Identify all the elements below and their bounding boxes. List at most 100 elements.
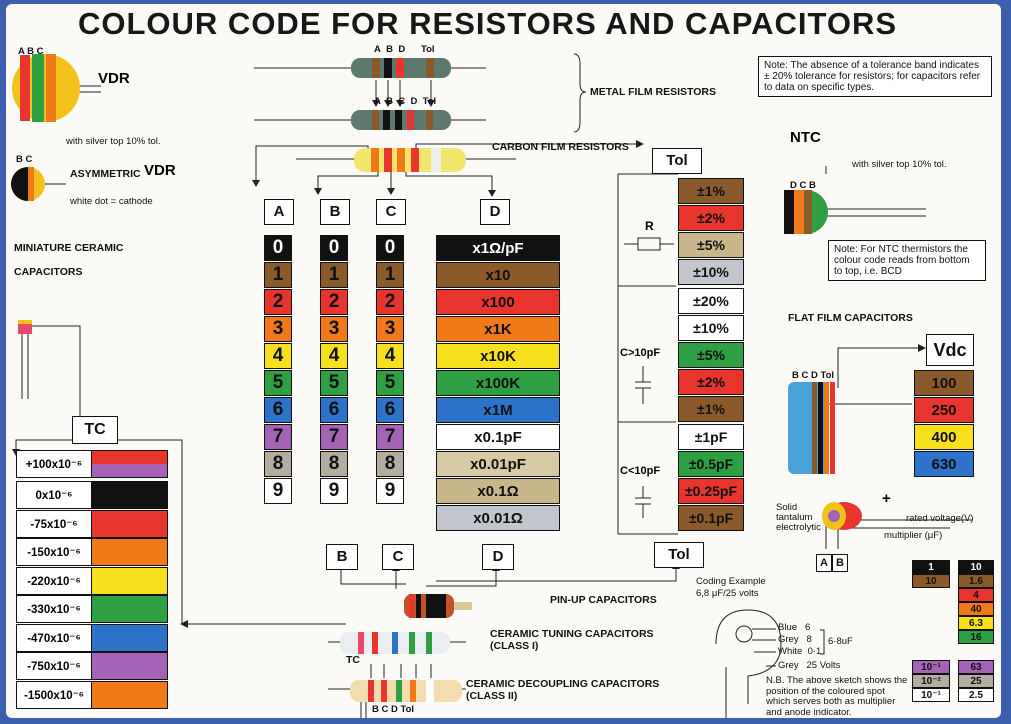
digit-cell: 8 [264,451,292,477]
metal-film-bottom-letters: A B C D Tol [374,96,437,107]
coding-example-title: Coding Example [696,576,766,587]
asym-vdr-prefix: ASYMMETRIC [70,168,141,180]
tantalum-voltage-cell: 40 [958,602,994,616]
digit-cell: 1 [320,262,348,288]
asym-vdr-label: VDR [144,162,176,179]
tolerance-cell: ±1pF [678,424,744,450]
tc-colour-band [92,653,167,679]
tantalum-voltage-cell: 1.6 [958,574,994,588]
vdr-note: with silver top 10% tol. [66,136,161,147]
multiplier-cell: x100K [436,370,560,396]
ceramic-tuning-tc: TC [346,654,360,666]
digit-cell: 8 [320,451,348,477]
digit-cell: 5 [376,370,404,396]
tc-colour-band [92,596,167,622]
digit-cell: 9 [264,478,292,504]
column-d-header: D [480,199,510,225]
multiplier-cell: x1K [436,316,560,342]
mini-ceramic-line2: CAPACITORS [14,266,83,278]
tc-row: -75x10⁻⁶ [16,509,168,538]
tantalum-label-1: Solid [776,502,798,513]
tantalum-label-3: electrolytic [776,522,821,533]
digit-cell: 2 [264,289,292,315]
digit-cell: 9 [320,478,348,504]
digit-cell: 0 [376,235,404,261]
column-a-header: A [264,199,294,225]
tolerance-cell: ±0.5pF [678,451,744,477]
tolerance-cell: ±0.25pF [678,478,744,504]
multiplier-cell: x0.01pF [436,451,560,477]
tantalum-rated: rated voltage(V) [906,513,974,524]
tc-row: -220x10⁻⁶ [16,566,168,595]
digit-cell: 9 [376,478,404,504]
mini-ceramic-line1: MINIATURE CERAMIC [14,242,124,254]
tc-row: 0x10⁻⁶ [16,481,168,509]
multiplier-cell: x100 [436,289,560,315]
coding-example-value: 6,8 μF/25 volts [696,588,759,599]
tantalum-voltage-cell: 16 [958,630,994,644]
asym-vdr-letters: B C [16,154,33,165]
tolerance-cell: ±1% [678,178,744,204]
digit-cell: 2 [320,289,348,315]
bottom-c-header: C [382,544,414,570]
column-c-header: C [376,199,406,225]
tantalum-multiplier: multiplier (μF) [884,530,943,541]
tc-colour-band [92,510,167,537]
tc-value: -330x10⁻⁶ [17,596,92,622]
carbon-film-label: CARBON FILM RESISTORS [492,141,629,153]
connector-lines [11,53,972,718]
chart-sheet: COLOUR CODE FOR RESISTORS AND CAPACITORS [6,4,1001,718]
tol-label-cap-large: C>10pF [620,347,661,359]
digit-cell: 3 [264,316,292,342]
ntc-note: with silver top 10% tol. [852,159,947,170]
ceramic-tuning-line1: CERAMIC TUNING CAPACITORS [490,628,654,640]
coding-grey-volts: Grey 25 Volts [778,660,841,671]
coding-nb: N.B. The above sketch shows the position… [766,675,908,718]
digit-cell: 2 [376,289,404,315]
tc-colour-band [92,567,167,594]
multiplier-cell: x0.1pF [436,424,560,450]
tolerance-cell: ±10% [678,259,744,285]
tantalum-multiplier-cell: 10 [912,574,950,588]
vdc-cell: 250 [914,397,974,423]
tc-row: -150x10⁻⁶ [16,538,168,566]
tantalum-multiplier-cell: 1 [912,560,950,574]
digit-cell: 3 [320,316,348,342]
digit-cell: 7 [376,424,404,450]
tolerance-cell: ±0.1pF [678,505,744,531]
multiplier-cell: x0.01Ω [436,505,560,531]
ceramic-decoupling-line1: CERAMIC DECOUPLING CAPACITORS [466,678,660,690]
tc-row: -330x10⁻⁶ [16,595,168,623]
tc-value: -220x10⁻⁶ [17,567,92,594]
digit-cell: 6 [264,397,292,423]
tc-value: -470x10⁻⁶ [17,624,92,651]
tc-row: -1500x10⁻⁶ [16,680,168,709]
tc-row: -750x10⁻⁶ [16,652,168,680]
tol-label-resistor: R [645,219,654,233]
vdc-cell: 630 [914,451,974,477]
ceramic-decoupling-letters: B C D Tol [372,704,415,715]
multiplier-cell: x1M [436,397,560,423]
digit-cell: 4 [376,343,404,369]
metal-film-top-letters: A B D Tol [374,44,435,55]
digit-cell: 8 [376,451,404,477]
coding-range: 6·8uF [828,636,853,647]
tc-row: +100x10⁻⁶ [16,450,168,478]
tolerance-cell: ±2% [678,205,744,231]
tantalum-a: A [816,554,832,572]
bottom-d-header: D [482,544,514,570]
tc-value: +100x10⁻⁶ [17,451,92,477]
tantalum-multiplier-cell: 10⁻¹ [912,688,950,702]
vdc-cell: 100 [914,370,974,396]
tantalum-voltage-cell: 2.5 [958,688,994,702]
digit-cell: 5 [320,370,348,396]
multiplier-cell: x10K [436,343,560,369]
ceramic-decoupling-line2: (CLASS II) [466,690,518,702]
digit-cell: 4 [320,343,348,369]
page-title: COLOUR CODE FOR RESISTORS AND CAPACITORS [78,6,898,41]
tantalum-label-2: tantalum [776,512,813,523]
ntc-letters: D C B [790,180,816,191]
tantalum-b: B [832,554,848,572]
multiplier-cell: x10 [436,262,560,288]
tc-colour-band [92,451,167,477]
